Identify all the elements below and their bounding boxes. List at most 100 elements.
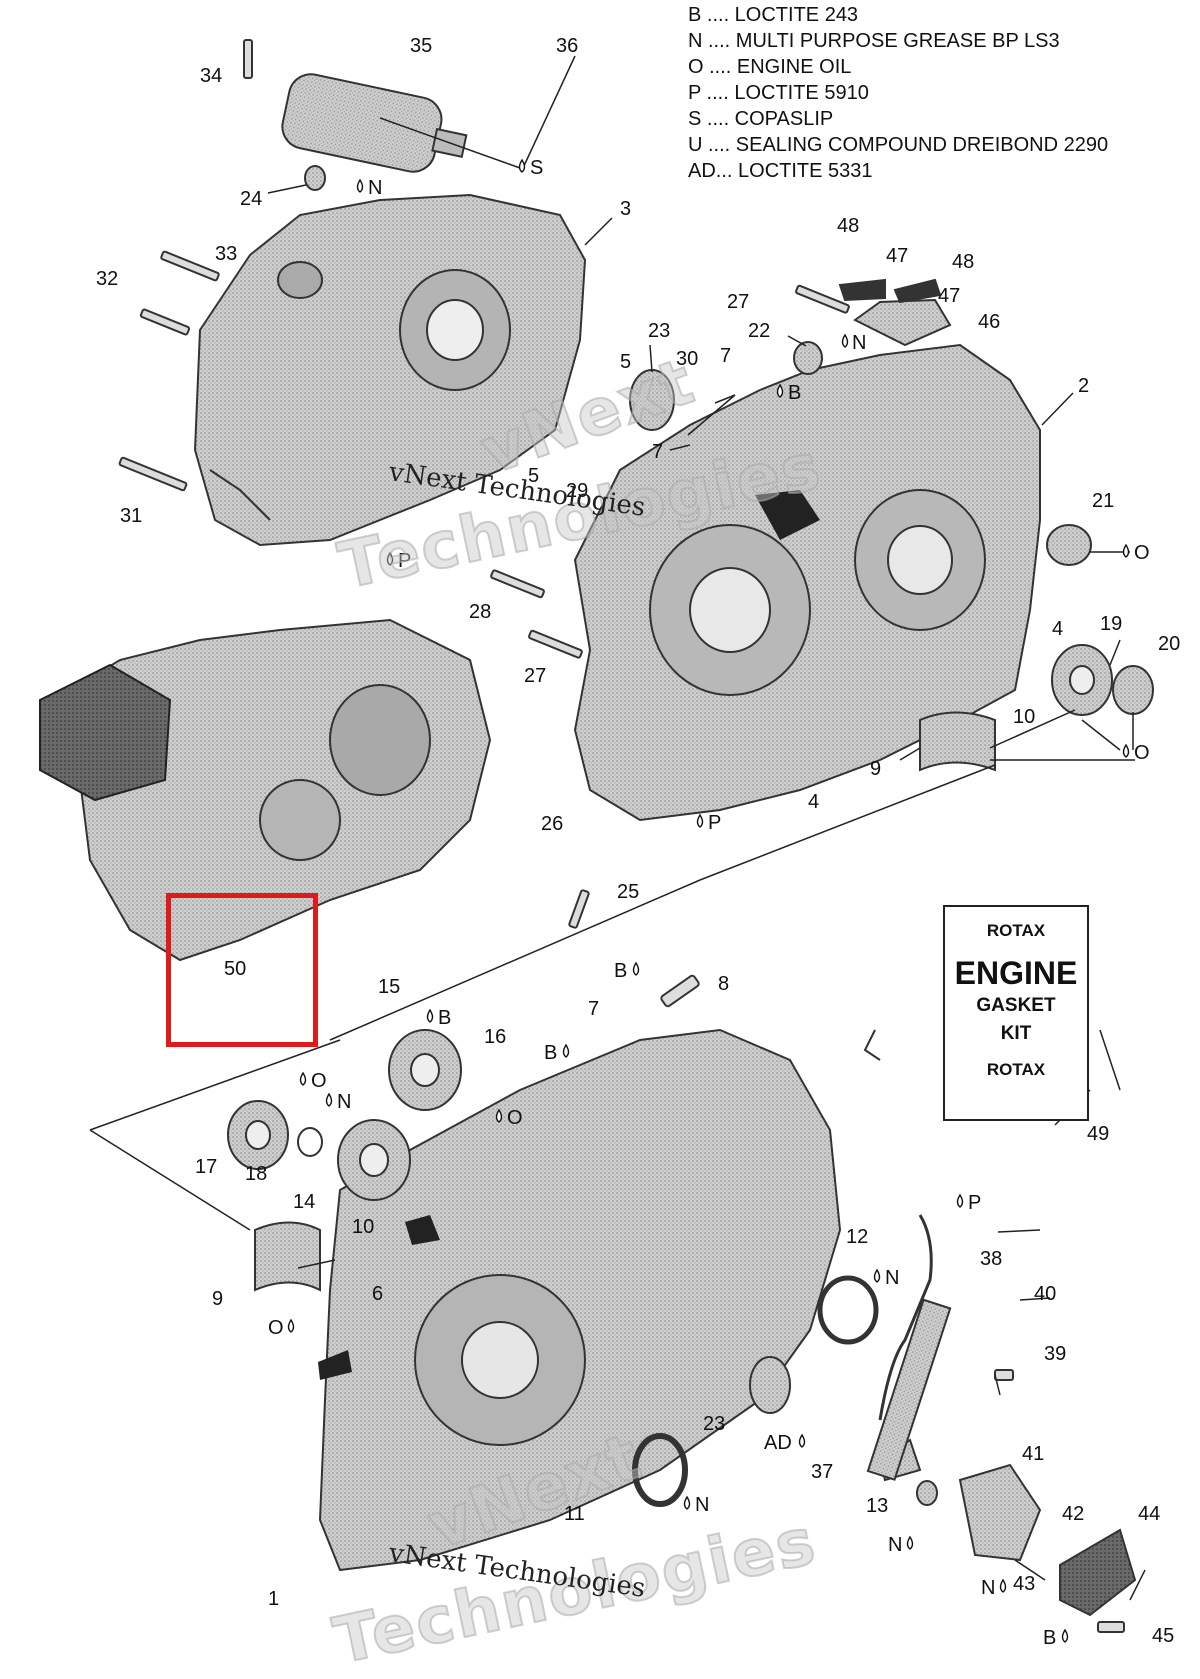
callout-numbers: 1 2 3 4 4 5 5 6 7 7 7 8 9 9 10 10 11 12 … — [96, 35, 1180, 1647]
callout-22: 22 — [748, 320, 770, 342]
callout-9a: 9 — [870, 758, 881, 780]
callout-26: 26 — [541, 813, 563, 835]
callout-24: 24 — [240, 188, 262, 210]
kit-brand-top: ROTAX — [986, 921, 1046, 940]
callout-10b: 10 — [352, 1216, 374, 1238]
bolts — [118, 39, 1125, 1633]
callout-41: 41 — [1022, 1443, 1044, 1465]
legend-item-o: O .... ENGINE OIL — [688, 56, 852, 78]
code-n-18: N — [337, 1091, 351, 1113]
code-n-12: N — [885, 1267, 899, 1289]
callout-50: 50 — [224, 958, 246, 980]
code-b-45: B — [1043, 1627, 1056, 1648]
bearings-and-seals — [227, 165, 1154, 1617]
callout-6: 6 — [372, 1283, 383, 1305]
callout-18: 18 — [245, 1163, 267, 1185]
legend-item-s: S .... COPASLIP — [688, 108, 834, 130]
callout-46: 46 — [978, 311, 1000, 333]
callout-27b: 27 — [524, 665, 546, 687]
code-p-2: P — [708, 812, 721, 834]
code-ad-37: AD — [764, 1432, 792, 1454]
legend-item-n: N .... MULTI PURPOSE GREASE BP LS3 — [688, 30, 1060, 52]
callout-3: 3 — [620, 198, 631, 220]
callout-11: 11 — [564, 1503, 585, 1525]
callout-2: 2 — [1078, 375, 1089, 397]
callout-9b: 9 — [212, 1288, 223, 1310]
callout-20: 20 — [1158, 633, 1180, 655]
callout-47a: 47 — [886, 245, 908, 267]
kit-brand-bottom: ROTAX — [986, 1060, 1046, 1079]
callout-4b: 4 — [808, 791, 819, 813]
callout-12: 12 — [846, 1226, 868, 1248]
code-b-15: B — [438, 1007, 451, 1029]
code-b-7: B — [788, 382, 801, 404]
callout-27a: 27 — [727, 291, 749, 313]
code-n-24: N — [368, 177, 382, 199]
callout-16: 16 — [484, 1026, 506, 1048]
callout-5b: 5 — [528, 465, 539, 487]
crankcase-half-upper — [193, 193, 587, 547]
callout-40: 40 — [1034, 1283, 1056, 1305]
callout-39: 39 — [1044, 1343, 1066, 1365]
kit-line-gasket: GASKET — [976, 995, 1056, 1016]
callout-15: 15 — [378, 976, 400, 998]
callout-1: 1 — [268, 1588, 279, 1610]
code-o-17: O — [311, 1070, 327, 1092]
callout-36: 36 — [556, 35, 578, 57]
legend-item-p: P .... LOCTITE 5910 — [688, 82, 869, 104]
callout-31: 31 — [120, 505, 142, 527]
drop-markers — [287, 158, 1130, 1643]
code-p-38: P — [968, 1192, 981, 1214]
callout-4a: 4 — [1052, 618, 1063, 640]
callout-13: 13 — [866, 1495, 888, 1517]
code-o-21: O — [1134, 542, 1150, 564]
callout-25: 25 — [617, 881, 639, 903]
callout-10a: 10 — [1013, 706, 1035, 728]
callout-7b: 7 — [652, 441, 663, 463]
code-n-43: N — [981, 1577, 995, 1599]
code-b-7c: B — [544, 1042, 557, 1064]
callout-7a: 7 — [720, 345, 731, 367]
crankcase-half-lower — [318, 1028, 842, 1572]
callout-23b: 23 — [703, 1413, 725, 1435]
compound-legend: B .... LOCTITE 243 N .... MULTI PURPOSE … — [688, 2, 1108, 184]
callout-37: 37 — [811, 1461, 833, 1483]
callout-19: 19 — [1100, 613, 1122, 635]
code-p-3: P — [398, 550, 411, 572]
compound-codes: S N N B O O P P B B B O N O O N P AD N N… — [268, 157, 1150, 1649]
callout-49: 49 — [1087, 1123, 1109, 1145]
code-b-8: B — [614, 960, 627, 982]
crankcase-half-right — [573, 343, 1041, 822]
callout-14: 14 — [293, 1191, 315, 1213]
callout-43: 43 — [1013, 1573, 1035, 1595]
callout-34: 34 — [200, 65, 222, 87]
code-o-9: O — [268, 1317, 284, 1339]
callout-21: 21 — [1092, 490, 1114, 512]
gasket-kit-box: ROTAX ENGINE GASKET KIT ROTAX — [943, 905, 1089, 1121]
callout-45: 45 — [1152, 1625, 1174, 1647]
code-n-11: N — [695, 1494, 709, 1516]
callout-48b: 48 — [952, 251, 974, 273]
callout-23a: 23 — [648, 320, 670, 342]
engine-assembly — [39, 618, 492, 962]
callout-8: 8 — [718, 973, 729, 995]
callout-17: 17 — [195, 1156, 217, 1178]
callout-38: 38 — [980, 1248, 1002, 1270]
callout-35: 35 — [410, 35, 432, 57]
callout-42: 42 — [1062, 1503, 1084, 1525]
kit-line-kit: KIT — [1000, 1023, 1032, 1044]
legend-item-b: B .... LOCTITE 243 — [688, 4, 859, 26]
code-n-22: N — [852, 332, 866, 354]
starter-motor — [281, 73, 468, 173]
callout-48a: 48 — [837, 215, 859, 237]
callout-30: 30 — [676, 348, 698, 370]
callout-32: 32 — [96, 268, 118, 290]
code-o-19: O — [1134, 742, 1150, 764]
callout-5a: 5 — [620, 351, 631, 373]
callout-28: 28 — [469, 601, 491, 623]
legend-item-u: U .... SEALING COMPOUND DREIBOND 2290 — [688, 134, 1109, 156]
callout-33: 33 — [215, 243, 237, 265]
code-n-13: N — [888, 1534, 902, 1556]
